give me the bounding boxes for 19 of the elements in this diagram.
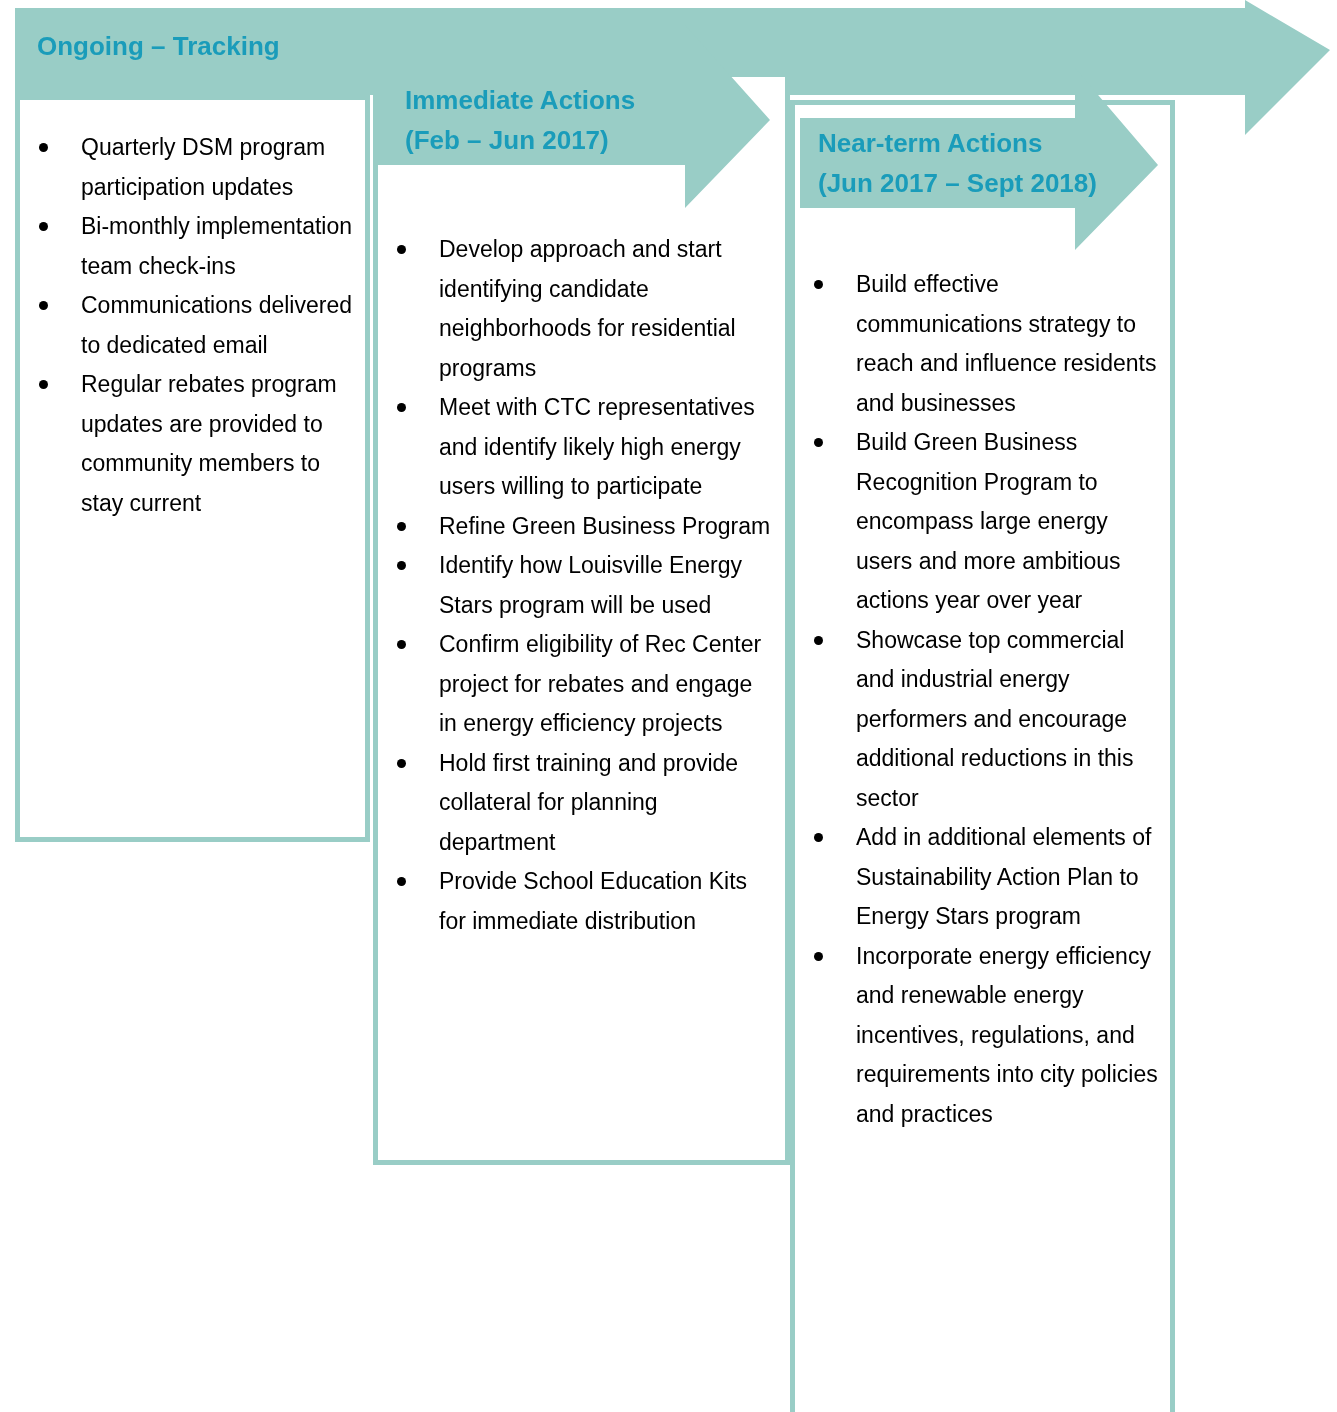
bullet-item: Confirm eligibility of Rec Center project for rebates and engage in energy efficiency projects [439,631,762,736]
bullet-item: Build effective communications strategy to reach and influence residents and businesses [856,271,1157,416]
bullet-item: Add in additional elements of Sustainability Action Plan to Energy Stars program [856,824,1152,929]
bullet-item: Meet with CTC representatives and identify likely high energy users willing to participate [439,394,755,499]
bullet-item: Build Green Business Recognition Program to encompass large energy users and more ambitious actions year over year [856,429,1121,613]
bullet-item: Provide School Education Kits for immediate distribution [439,868,748,934]
bullet-item: Refine Green Business Program [439,512,771,539]
column-heading: Ongoing – Tracking [37,30,281,63]
bullet-item: Showcase top commercial and industrial energy performers and encourage additional reductions in this sector [856,626,1134,811]
bullet-item: Develop approach and start identifying candidate neighborhoods for residential programs [439,236,736,381]
bullet-item: Quarterly DSM program participation updates [81,134,326,200]
bullet-item: Communications delivered to dedicated email [81,292,352,358]
bullet-item: Identify how Louisville Energy Stars program will be used [439,552,742,618]
bullet-item: Hold first training and provide collateral for planning department [439,749,739,855]
bullet-item: Bi-monthly implementation team check-ins [81,213,352,279]
bullet-item: Regular rebates program updates are provided to community members to stay current [81,371,337,516]
column-heading: Immediate Actions (Feb – Jun 2017) [405,84,637,157]
column-heading: Near-term Actions (Jun 2017 – Sept 2018) [818,127,1098,200]
bullet-item: Incorporate energy efficiency and renewable energy incentives, regulations, and requirements into city policies and practices [856,942,1158,1127]
